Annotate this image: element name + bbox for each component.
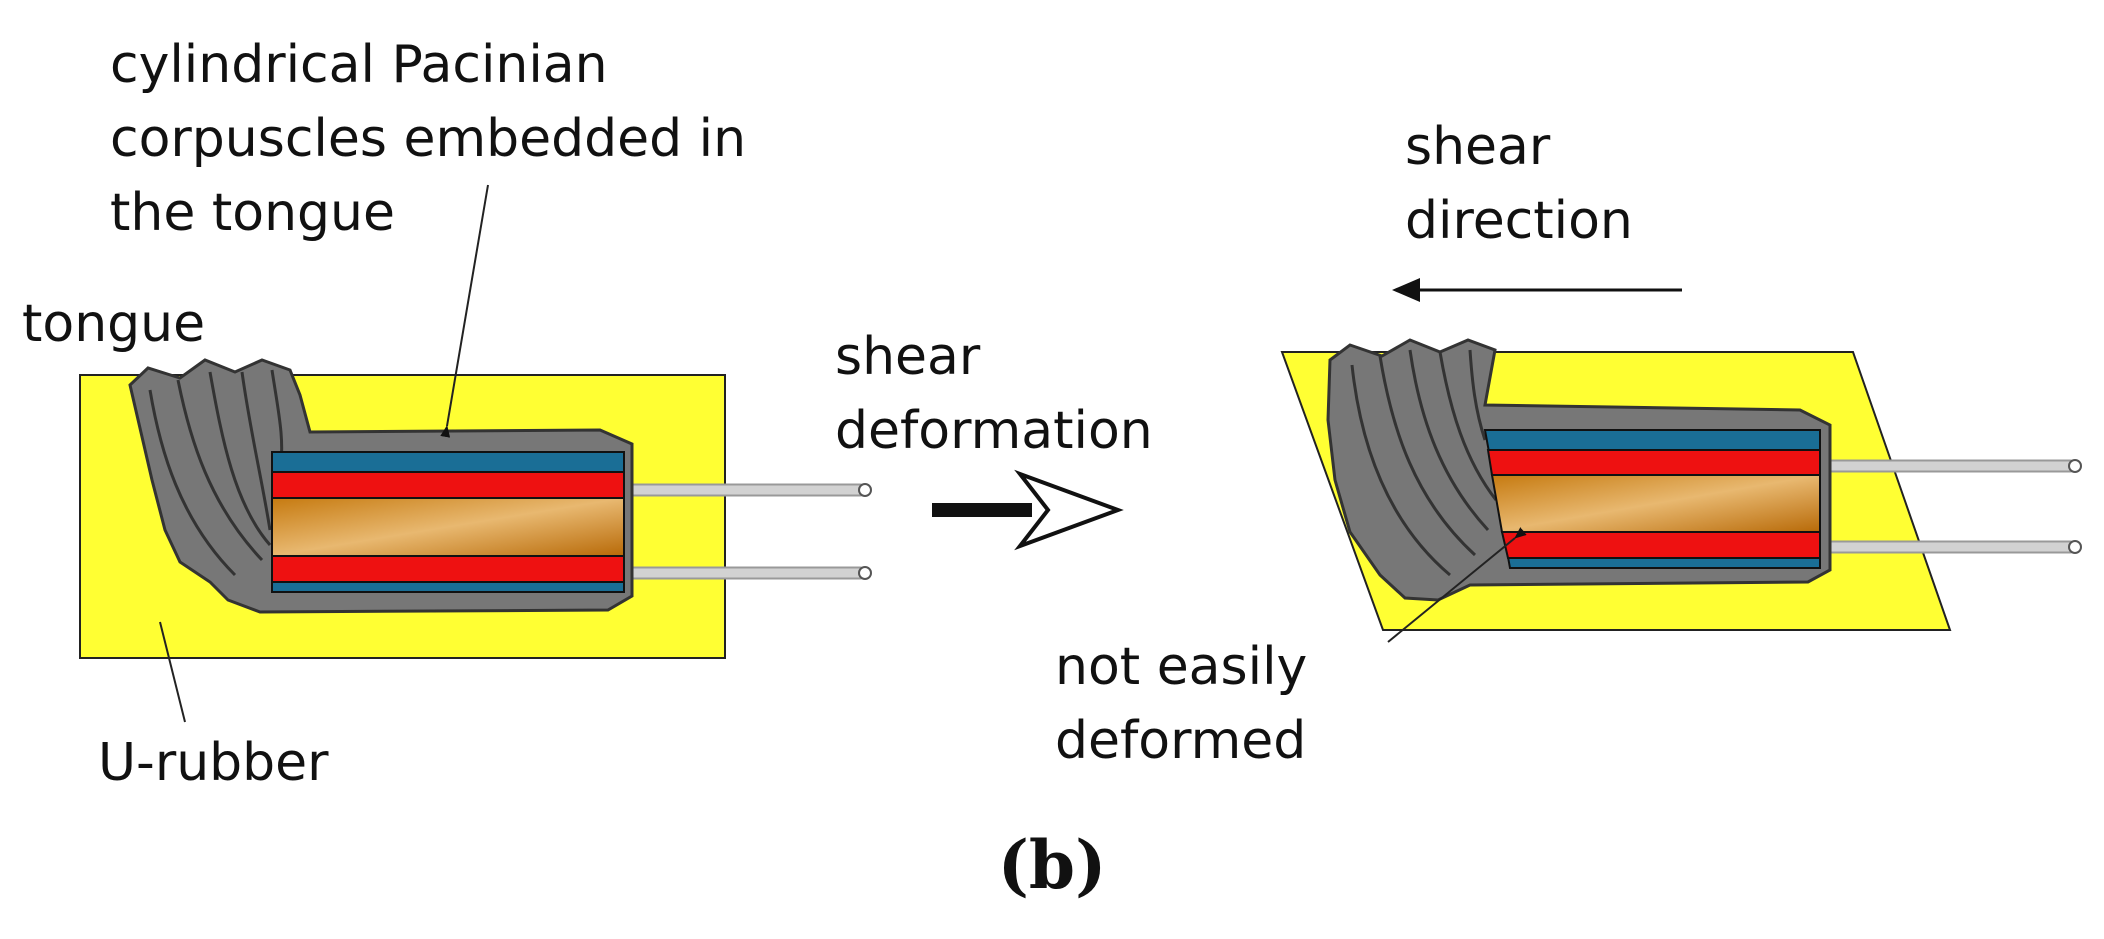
pacinian-corpuscle-right — [1483, 429, 1821, 569]
pacinian-leader-line — [440, 184, 489, 438]
not-easily-deformed-label: not easily deformed — [1055, 637, 1308, 771]
shear-direction-arrow — [1392, 278, 1682, 302]
wires-left — [623, 483, 872, 580]
sheared-sensor — [1280, 338, 2082, 631]
not-deformed-leader-line — [1387, 527, 1527, 643]
u-rubber-label: U-rubber — [98, 733, 329, 793]
tongue-folds-sheared — [1350, 349, 1498, 577]
undeformed-sensor — [79, 358, 872, 659]
shear-deformation-label: shear deformation — [835, 327, 1153, 461]
figure-caption: (b) — [997, 826, 1107, 904]
wires-right — [1823, 459, 2082, 554]
pacinian-corpuscle-label: cylindrical Pacinian corpuscles embedded… — [110, 35, 747, 243]
u-rubber-leader-line — [159, 621, 186, 723]
tongue-label: tongue — [22, 294, 206, 354]
pacinian-corpuscle-left — [271, 451, 625, 593]
leader-lines — [159, 184, 1527, 723]
shear-direction-label: shear direction — [1405, 117, 1633, 251]
shear-deformation-arrow — [932, 469, 1124, 551]
